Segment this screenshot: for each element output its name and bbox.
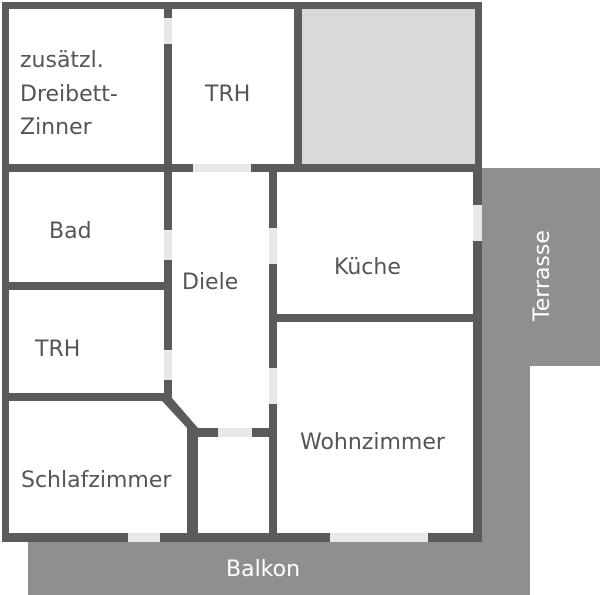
label-living: Wohnzimmer (300, 430, 446, 455)
label-terrace: Terrasse (530, 230, 555, 322)
window-kitchen (473, 205, 482, 241)
door-extra-bedroom (164, 18, 172, 44)
window-bedroom (128, 533, 160, 542)
room-extra-bedroom (9, 9, 164, 164)
extra-area (302, 9, 475, 164)
door-kitchen (269, 228, 277, 264)
terrace-area (28, 168, 600, 595)
label-hall: Diele (182, 270, 238, 295)
label-bedroom: Schlafzimmer (21, 468, 172, 493)
label-kitchen: Küche (334, 255, 401, 280)
door-closet (218, 428, 252, 437)
label-lower-trh: TRH (34, 337, 80, 362)
door-bath (164, 230, 172, 260)
openings (128, 18, 482, 542)
room-bath (9, 172, 164, 282)
room-lower-trh (9, 290, 164, 393)
label-extra-bedroom-3: Zinner (20, 115, 93, 140)
room-closet (198, 437, 269, 533)
label-extra-bedroom-2: Dreibett- (20, 82, 118, 107)
room-top-trh (172, 9, 294, 164)
room-kitchen (277, 172, 473, 314)
door-living (269, 368, 277, 404)
room-living (277, 322, 473, 533)
room-bedroom (9, 401, 187, 533)
label-bath: Bad (49, 219, 92, 244)
room-hall (172, 172, 269, 428)
label-balcony: Balkon (226, 557, 300, 582)
window-living (330, 533, 428, 542)
label-extra-bedroom-1: zusätzl. (20, 48, 104, 73)
label-top-trh: TRH (204, 82, 250, 107)
door-lower-trh (164, 350, 172, 380)
door-top-trh (193, 164, 251, 172)
